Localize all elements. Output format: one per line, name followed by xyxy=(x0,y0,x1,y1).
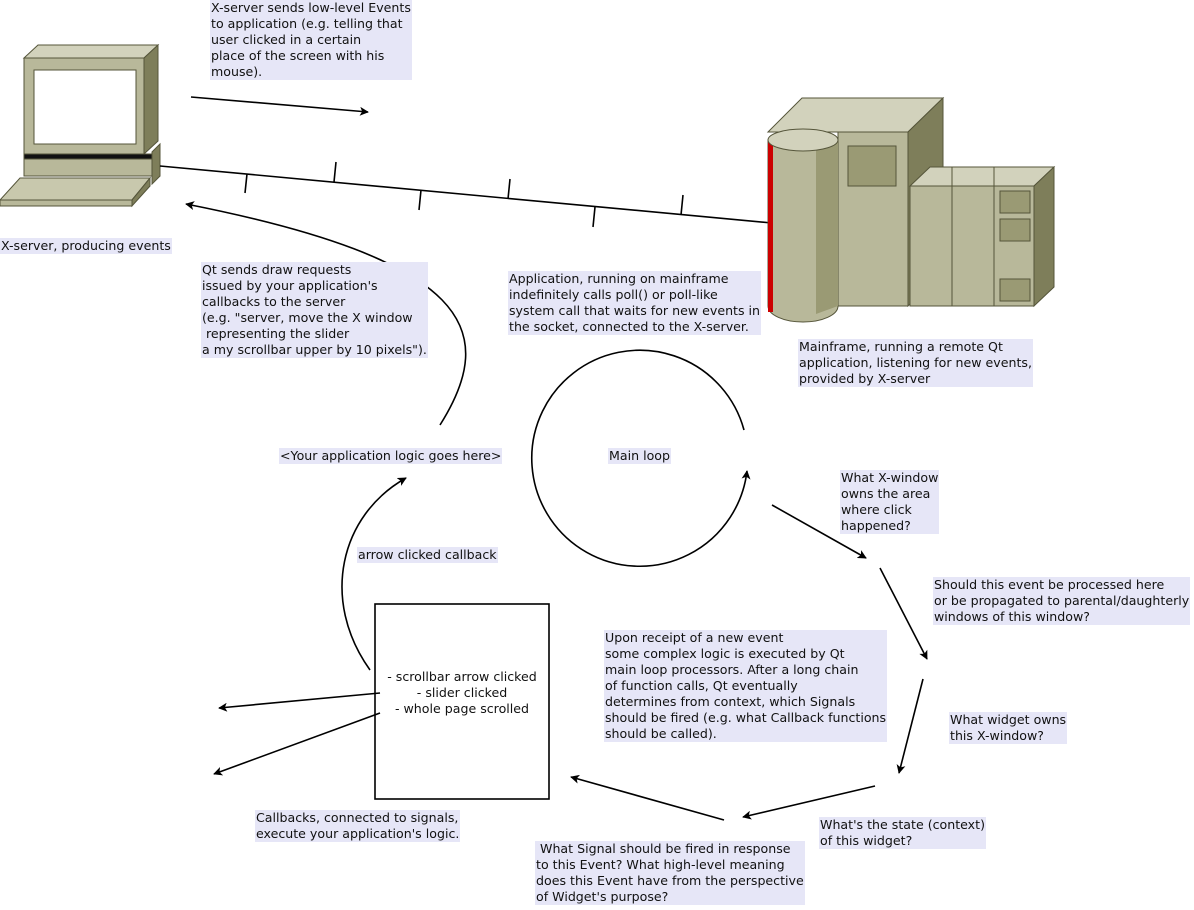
arrow-signal-to-callback-2 xyxy=(213,712,381,776)
flow-arrows xyxy=(185,96,928,821)
label-application-logic: <Your application logic goes here> xyxy=(279,448,503,464)
label-main-loop: Main loop xyxy=(608,448,671,464)
label-xserver: X-server, producing events xyxy=(0,238,172,254)
note-qt-draw-requests: Qt sends draw requests issued by your ap… xyxy=(201,262,428,358)
arrow-events-to-app xyxy=(190,96,369,116)
note-propagate-event: Should this event be processed here or b… xyxy=(933,577,1191,625)
arrow-draw-requests xyxy=(185,201,467,426)
signals-box xyxy=(374,603,550,800)
arrow-callback-to-logic xyxy=(341,477,407,671)
note-application-poll: Application, running on mainframe indefi… xyxy=(508,271,762,335)
arrow-propagate-to-widget xyxy=(896,678,924,774)
label-arrow-clicked-callback: arrow clicked callback xyxy=(357,547,498,563)
mainframe-server-icon xyxy=(766,96,1056,323)
main-loop-circle xyxy=(530,349,751,568)
note-which-signal: What Signal should be fired in response … xyxy=(535,841,805,905)
arrow-state-to-signals xyxy=(570,774,725,821)
note-widget-state: What's the state (context) of this widge… xyxy=(819,817,986,849)
desktop-computer-icon xyxy=(0,43,161,208)
network-cable xyxy=(159,161,773,228)
arrow-loop-to-window xyxy=(771,504,867,559)
note-which-x-window: What X-window owns the area where click … xyxy=(840,470,940,534)
signals-box-text: - scrollbar arrow clicked - slider click… xyxy=(387,669,537,716)
arrow-window-to-propagate xyxy=(879,567,928,660)
label-mainframe: Mainframe, running a remote Qt applicati… xyxy=(798,339,1033,387)
arrow-widget-to-state xyxy=(742,785,876,820)
note-which-widget: What widget owns this X-window? xyxy=(949,712,1068,744)
note-callbacks: Callbacks, connected to signals, execute… xyxy=(255,810,461,842)
note-xserver-sends-events: X-server sends low-level Events to appli… xyxy=(210,0,412,80)
arrow-signal-to-callback-1 xyxy=(218,692,381,712)
note-event-receipt-logic: Upon receipt of a new event some complex… xyxy=(604,630,888,742)
